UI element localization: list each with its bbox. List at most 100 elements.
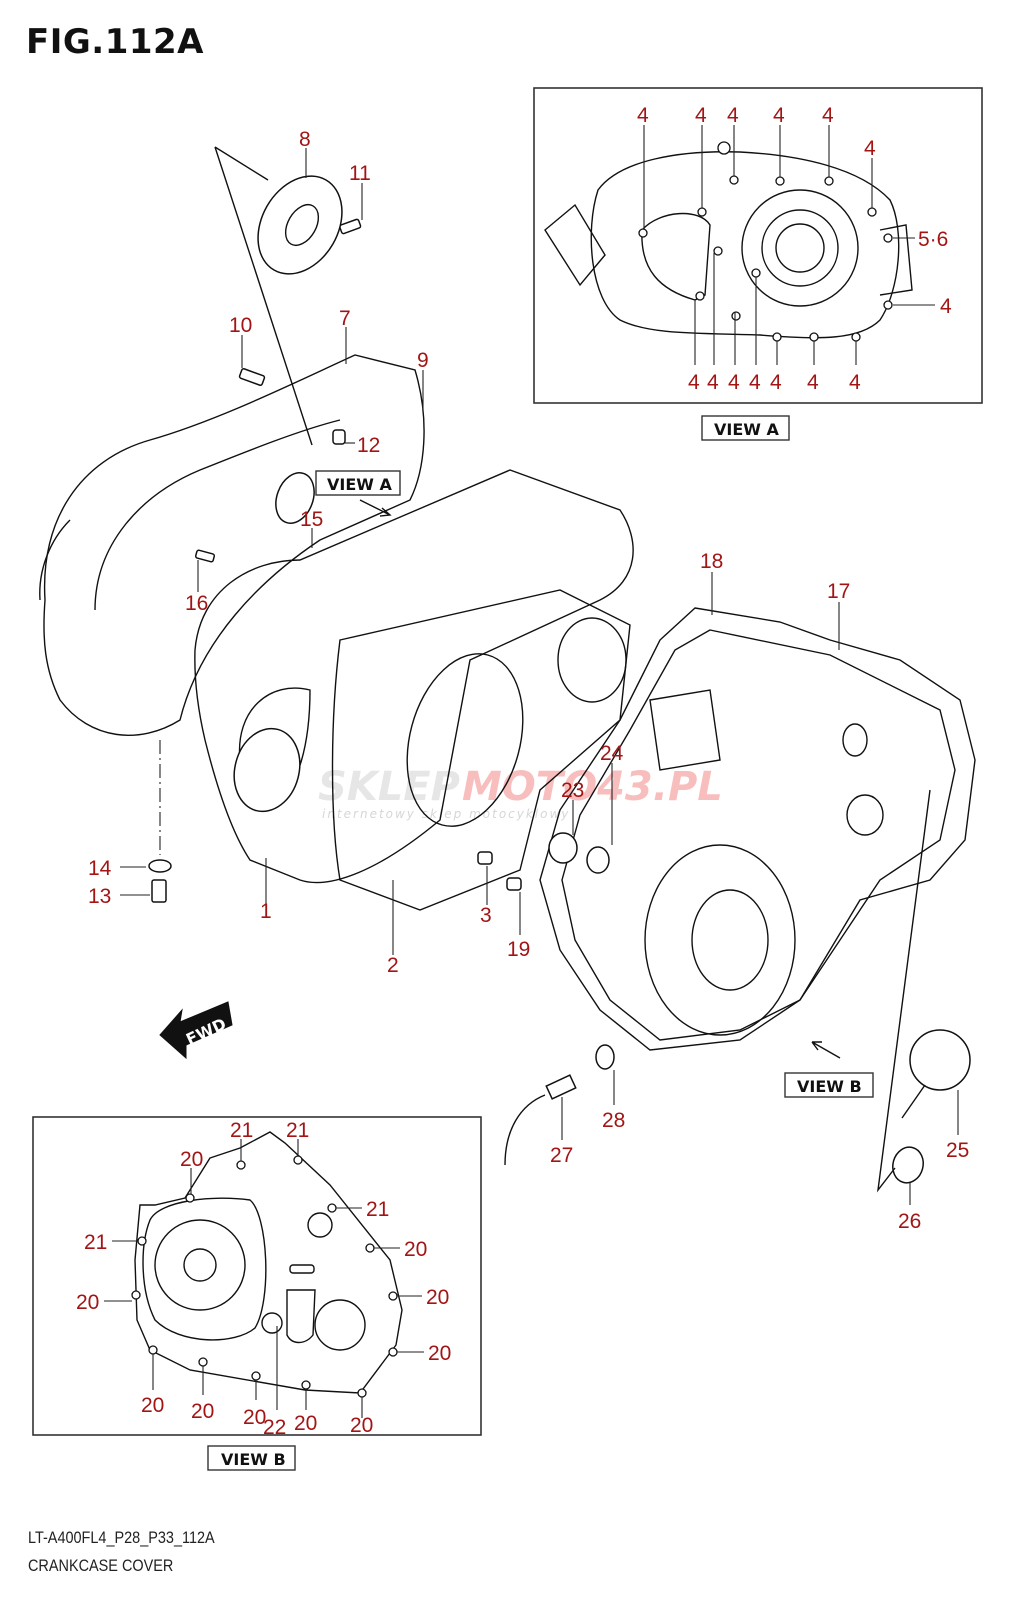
outer-clutch-cover xyxy=(43,354,425,736)
main-leaders xyxy=(120,148,959,1205)
watermark-brand-left: SKLEP xyxy=(318,764,460,810)
view-a-arrow xyxy=(359,499,392,517)
sensor-27 xyxy=(545,1074,577,1100)
callout-2: 2 xyxy=(387,954,399,977)
inner-cover-inlet xyxy=(233,727,301,813)
dowel-pin-19 xyxy=(506,877,522,891)
callout-14: 14 xyxy=(88,857,112,880)
callout-7: 7 xyxy=(339,307,351,330)
main-exploded-view: VIEW A VIEW B xyxy=(39,128,976,1233)
view-a-pointer-label: VIEW A xyxy=(327,475,392,494)
view-a-inset: 4 4 4 4 4 4 5·6 4 4 4 4 4 4 4 4 VIEW A xyxy=(533,87,983,441)
view-a-leaders xyxy=(643,125,935,365)
callout-view-a-bottom: 4 xyxy=(807,371,819,394)
callout-12: 12 xyxy=(357,434,380,457)
view-b-arrow xyxy=(811,1041,841,1059)
view-a-pointer-lines xyxy=(214,146,313,446)
gasket-opening-left xyxy=(406,653,524,827)
callout-view-a-top: 4 xyxy=(695,104,707,127)
generator-cover-gasket-18 xyxy=(539,607,976,1051)
forward-arrow-icon xyxy=(159,1001,233,1060)
view-b-slot xyxy=(289,1264,315,1274)
callout-view-a-top: 4 xyxy=(864,137,876,160)
dowel-pin-3 xyxy=(477,851,493,865)
o-ring-24 xyxy=(586,846,610,874)
callout-1: 1 xyxy=(260,900,272,923)
washer-28 xyxy=(595,1044,615,1070)
bolt-16 xyxy=(194,549,216,563)
view-b-pointer-box xyxy=(784,1072,874,1098)
callout-view-b-bottom: 20 xyxy=(191,1400,214,1423)
gasket-2 xyxy=(331,589,631,911)
callout-view-b-top: 21 xyxy=(286,1119,309,1142)
callout-28: 28 xyxy=(602,1109,625,1132)
callout-view-a-bottom: 4 xyxy=(688,371,700,394)
drain-bolt-13 xyxy=(151,879,167,903)
view-a-clutch-bore xyxy=(775,223,825,273)
callout-view-a-top: 4 xyxy=(773,104,785,127)
callout-view-a-bottom: 4 xyxy=(707,371,719,394)
callout-view-b-left: 20 xyxy=(76,1291,99,1314)
view-b-plug-22 xyxy=(261,1312,283,1334)
callout-16: 16 xyxy=(185,592,208,615)
callout-view-a-top: 4 xyxy=(637,104,649,127)
view-a-inner-plate xyxy=(641,212,711,301)
callout-23: 23 xyxy=(561,779,584,802)
view-b-port xyxy=(307,1212,333,1238)
bolt-11 xyxy=(339,218,362,235)
callout-view-b-right: 21 xyxy=(366,1198,389,1221)
callout-15: 15 xyxy=(300,508,323,531)
callout-view-a-bottom: 4 xyxy=(728,371,740,394)
callout-19: 19 xyxy=(507,938,530,961)
view-b-rotor-housing xyxy=(142,1197,267,1341)
callout-view-a-right: 4 xyxy=(940,295,952,318)
callout-8: 8 xyxy=(299,128,311,151)
view-a-bolt-holes xyxy=(638,141,893,342)
callout-view-b-right: 20 xyxy=(426,1286,449,1309)
dipstick-stem xyxy=(901,1084,926,1119)
callout-view-b-bottom: 22 xyxy=(263,1416,286,1439)
figure-title: FIG.112A xyxy=(26,22,204,62)
callout-view-b-bottom: 20 xyxy=(141,1394,164,1417)
view-b-caption-box xyxy=(207,1445,296,1471)
callout-25: 25 xyxy=(946,1139,969,1162)
view-a-clutch-rim xyxy=(741,189,859,307)
outer-cover-edge xyxy=(39,519,71,601)
sensor-wire-27 xyxy=(504,1094,546,1166)
generator-cover-17 xyxy=(561,629,956,1041)
callout-view-b-top: 21 xyxy=(230,1119,253,1142)
callout-view-b-left: 21 xyxy=(84,1231,107,1254)
callout-view-b-top: 20 xyxy=(180,1148,203,1171)
plug-23 xyxy=(548,832,578,864)
gasket-opening-right xyxy=(557,617,627,703)
figure-code: LT-A400FL4_P28_P33_112A xyxy=(28,1528,215,1547)
callout-24: 24 xyxy=(600,742,624,765)
callout-10: 10 xyxy=(229,314,252,337)
view-b-frame xyxy=(32,1116,482,1436)
callout-27: 27 xyxy=(550,1144,573,1167)
callout-26: 26 xyxy=(898,1210,921,1233)
view-a-cover-outline xyxy=(590,151,900,339)
view-b-rotor-outer xyxy=(154,1219,246,1311)
view-b-filter-cap xyxy=(314,1299,366,1351)
outer-cover-inner-flange xyxy=(94,419,341,611)
view-b-rotor-hub xyxy=(183,1248,217,1282)
view-a-frame xyxy=(533,87,983,404)
view-a-tab-left xyxy=(544,203,606,287)
callout-view-b-bottom: 20 xyxy=(350,1414,373,1437)
callout-view-a-top: 4 xyxy=(727,104,739,127)
view-b-bolt-holes xyxy=(131,1155,398,1398)
view-b-inset: 20 21 21 21 20 21 20 20 20 20 20 20 22 2… xyxy=(32,1116,482,1471)
washer-plate-8 xyxy=(257,175,343,275)
callout-9: 9 xyxy=(417,349,429,372)
cap-assembly-pointer xyxy=(876,789,931,1193)
view-b-caption: VIEW B xyxy=(221,1450,286,1469)
watermark-brand-right: MOTO43.PL xyxy=(462,764,723,810)
watermark: SKLEP MOTO43.PL internetowy sklep motocy… xyxy=(318,764,723,821)
callout-view-b-right: 20 xyxy=(404,1238,427,1261)
view-a-clutch-inner xyxy=(761,209,839,287)
view-a-pointer-box xyxy=(315,470,401,496)
callout-17: 17 xyxy=(827,580,850,603)
view-a-tab-right xyxy=(879,224,913,296)
